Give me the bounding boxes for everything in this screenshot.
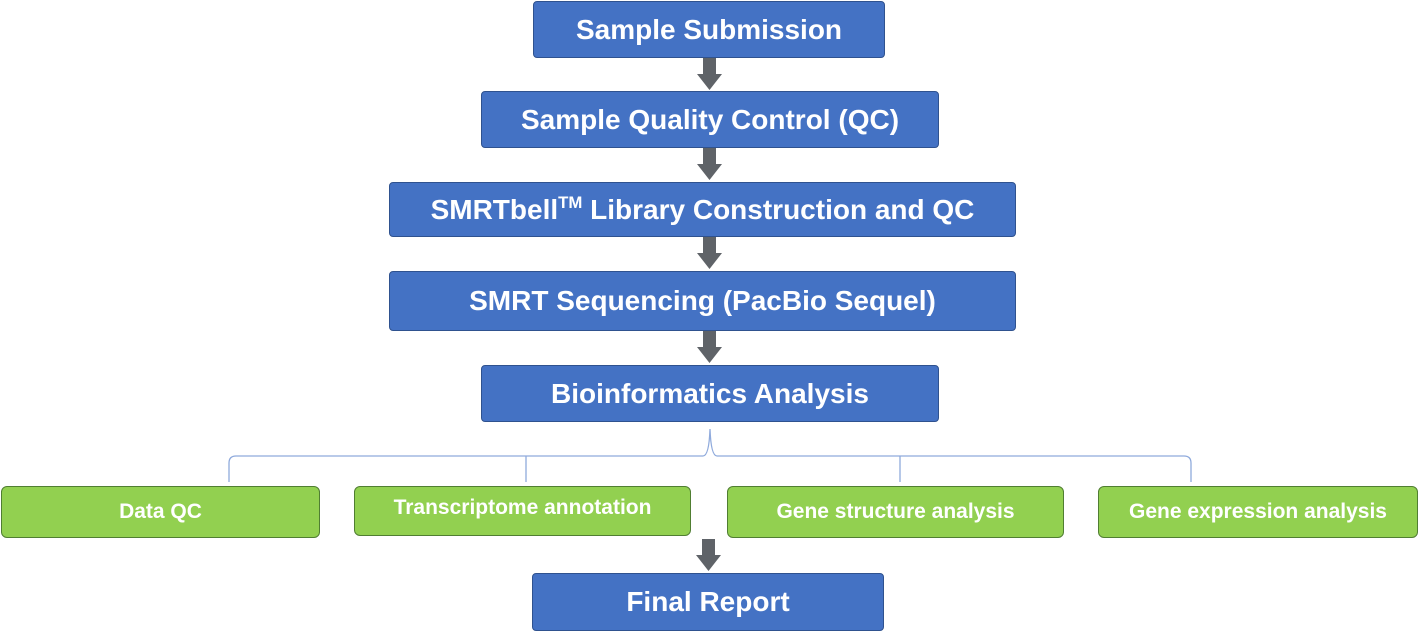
analysis-label: Gene structure analysis <box>776 500 1015 523</box>
analysis-label: Gene expression analysis <box>1129 500 1387 523</box>
arrow-qc-to-library <box>697 148 722 180</box>
step-smrt-sequencing: SMRT Sequencing (PacBio Sequel) <box>389 271 1016 331</box>
analysis-branch-bracket <box>228 428 1192 482</box>
arrow-library-to-sequencing <box>697 237 722 269</box>
arrow-analyses-to-final-report <box>696 539 721 571</box>
step-library-construction: SMRTbellTM Library Construction and QC <box>389 182 1016 237</box>
step-sample-submission: Sample Submission <box>533 1 885 58</box>
step-label: Sample Submission <box>575 13 843 45</box>
analysis-transcriptome-annotation: Transcriptome annotation <box>354 486 691 536</box>
analysis-gene-expression: Gene expression analysis <box>1098 486 1418 538</box>
step-label: Sample Quality Control (QC) <box>520 103 900 135</box>
step-label: Bioinformatics Analysis <box>551 377 869 409</box>
trademark-mark: TM <box>558 192 583 212</box>
analysis-data-qc: Data QC <box>1 486 320 538</box>
arrow-sequencing-to-bioinformatics <box>697 331 722 363</box>
analysis-gene-structure: Gene structure analysis <box>727 486 1064 538</box>
step-label: SMRTbellTM Library Construction and QC <box>430 192 975 225</box>
step-sample-quality-control: Sample Quality Control (QC) <box>481 91 939 148</box>
analysis-label: Transcriptome annotation <box>393 496 652 519</box>
flow-arrows <box>696 58 722 571</box>
analysis-label: Data QC <box>119 500 202 523</box>
step-label: SMRT Sequencing (PacBio Sequel) <box>469 285 936 316</box>
arrow-submission-to-qc <box>697 58 722 90</box>
step-final-report: Final Report <box>532 573 884 631</box>
step-label: Final Report <box>626 586 790 617</box>
step-bioinformatics-analysis: Bioinformatics Analysis <box>481 365 939 422</box>
